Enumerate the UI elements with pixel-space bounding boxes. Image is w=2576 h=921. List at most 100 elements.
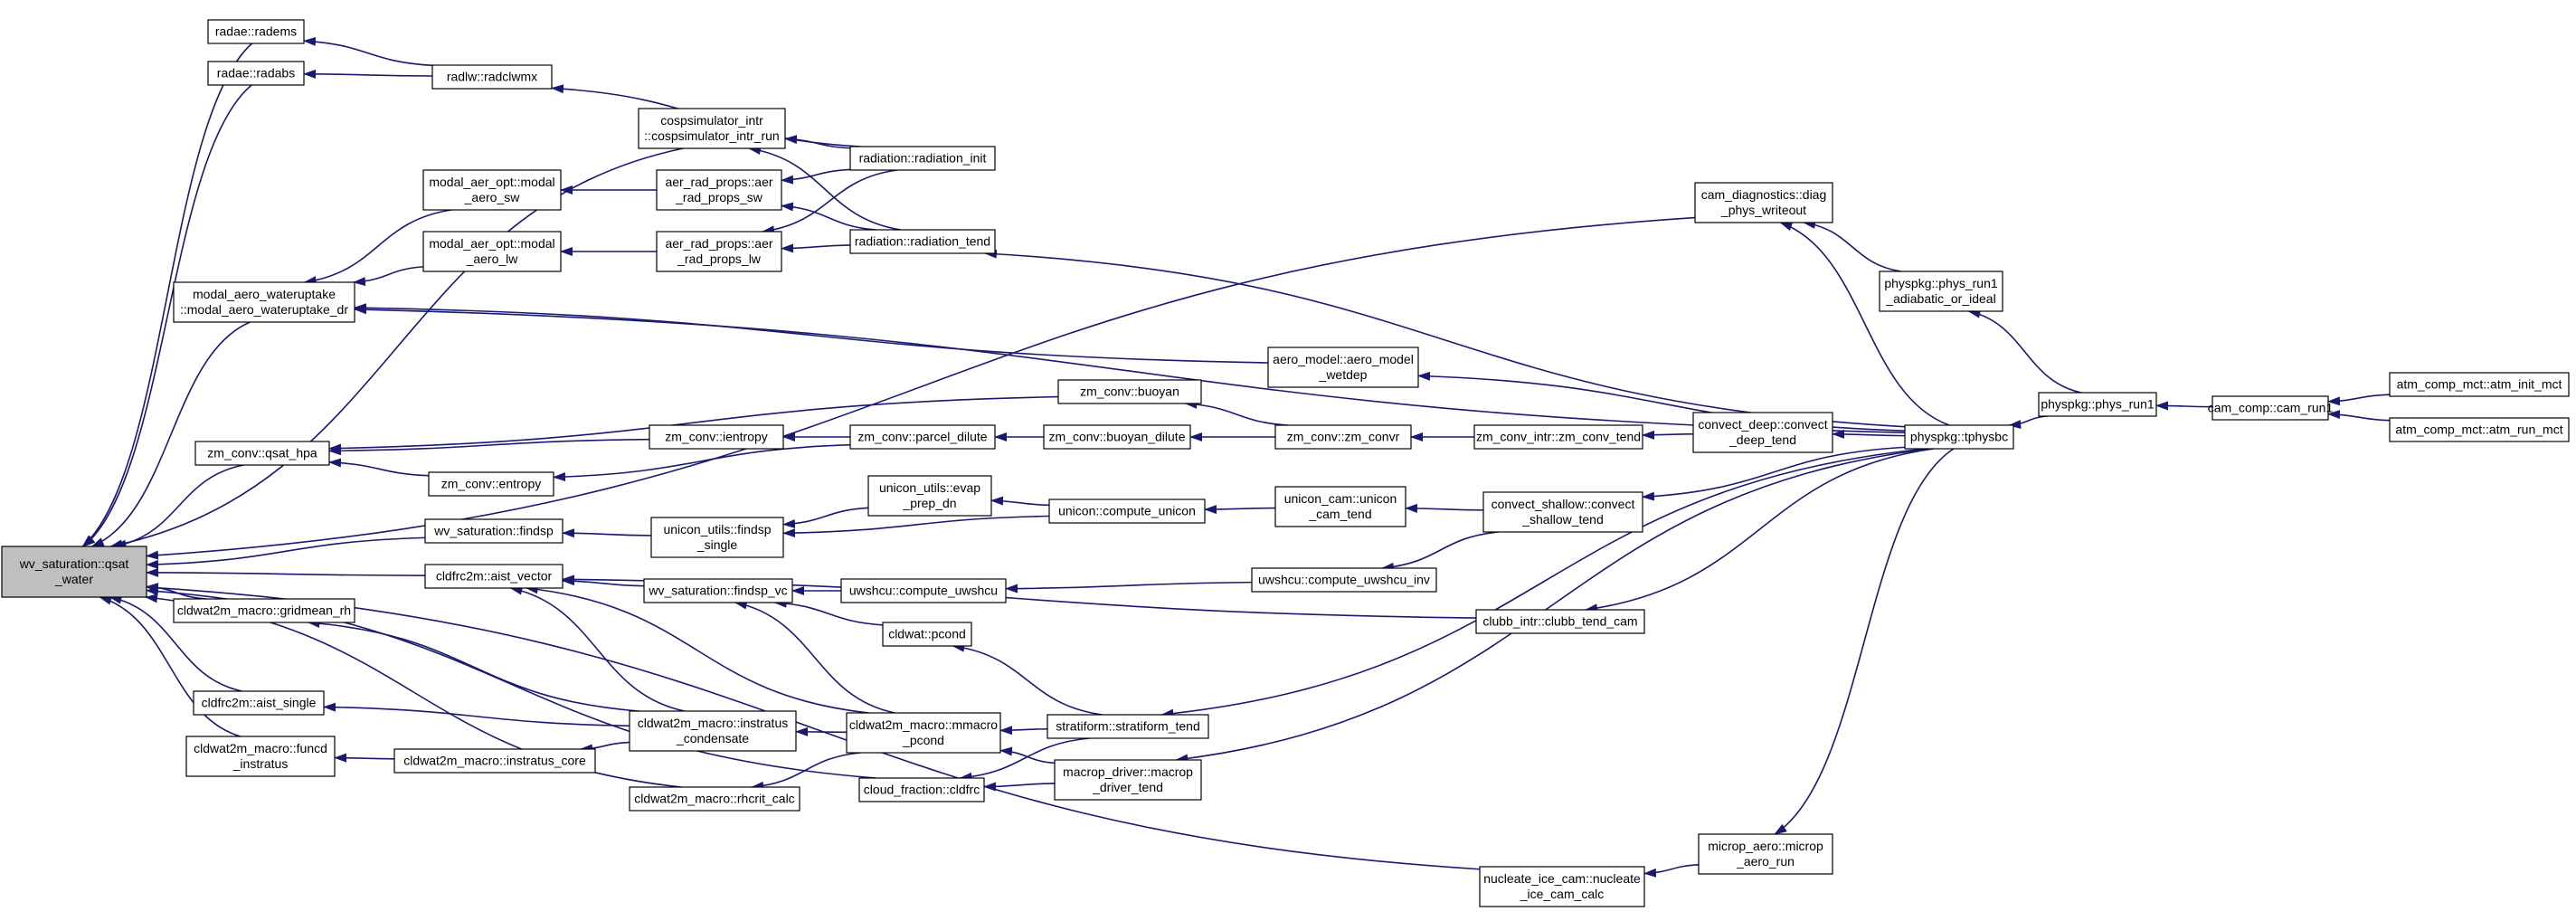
edge-parcel_dilute-to-entropy [553, 443, 851, 482]
node-convect-shallow[interactable]: convect_shallow::convect_shallow_tend [1482, 491, 1643, 533]
node-pcond[interactable]: cldwat::pcond [882, 622, 972, 647]
node-instratus-cond[interactable]: cldwat2m_macro::instratus_condensate [629, 710, 797, 752]
node-box [1692, 412, 1833, 453]
node-aist-vector[interactable]: cldfrc2m::aist_vector [424, 564, 564, 589]
edge-convect_shallow-to-uwshcu_inv [1380, 531, 1500, 572]
node-aer-lw[interactable]: aer_rad_props::aer_rad_props_lw [656, 231, 782, 272]
node-convect-deep[interactable]: convect_deep::convect_deep_tend [1692, 412, 1833, 453]
node-radabs[interactable]: radae::radabs [207, 61, 305, 86]
node-phys-run1-adiab[interactable]: physpkg::phys_run1_adiabatic_or_ideal [1879, 271, 2003, 312]
node-box [649, 424, 784, 450]
node-box [194, 441, 330, 466]
node-label: cldfrc2m::aist_single [202, 696, 317, 710]
node-box [1879, 271, 2003, 312]
node-box [849, 229, 996, 254]
node-atm-run[interactable]: atm_comp_mct::atm_run_mct [2389, 417, 2570, 442]
edge-tphysbc-to-microp [1774, 448, 1955, 835]
node-mmacro[interactable]: cldwat2m_macro::mmacro_pcond [846, 712, 1001, 754]
node-label: _phys_writeout [1720, 203, 1806, 217]
node-findsp-vc[interactable]: wv_saturation::findsp_vc [643, 578, 793, 603]
edge-tphysbc-to-wateruptake [354, 305, 1906, 434]
edge-ientropy-to-qsat_hpa [328, 438, 650, 456]
node-radclwmx[interactable]: radlw::radclwmx [431, 64, 553, 90]
node-rad-tend[interactable]: radiation::radiation_tend [849, 229, 996, 254]
node-label: _rad_props_lw [677, 252, 762, 266]
node-box [1, 546, 147, 598]
node-aer-sw[interactable]: aer_rad_props::aer_rad_props_sw [656, 169, 782, 211]
node-cosp[interactable]: cospsimulator_intr::cospsimulator_intr_r… [638, 108, 786, 149]
node-label: _deep_tend [1728, 432, 1796, 447]
node-label: clubb_intr::clubb_tend_cam [1482, 614, 1637, 629]
node-qsat-water[interactable]: wv_saturation::qsat_water [1, 546, 147, 598]
node-diag-phys[interactable]: cam_diagnostics::diag_phys_writeout [1694, 182, 1833, 223]
node-box [2389, 417, 2570, 442]
edge-rad_init-to-cosp [784, 135, 851, 149]
node-evap-prep[interactable]: unicon_utils::evap_prep_dn [867, 475, 992, 517]
node-aist-single[interactable]: cldfrc2m::aist_single [193, 690, 325, 716]
node-microp[interactable]: microp_aero::microp_aero_run [1698, 833, 1833, 875]
node-modal-lw[interactable]: modal_aer_opt::modal_aero_lw [422, 231, 562, 272]
node-box [193, 690, 325, 716]
node-atm-init[interactable]: atm_comp_mct::atm_init_mct [2389, 372, 2570, 397]
node-entropy[interactable]: zm_conv::entropy [428, 471, 554, 497]
node-label: zm_conv::zm_convr [1287, 430, 1400, 444]
node-label: _wetdep [1319, 367, 1368, 382]
node-rhcrit[interactable]: cldwat2m_macro::rhcrit_calc [629, 786, 800, 812]
node-compute-unicon[interactable]: unicon::compute_unicon [1048, 498, 1206, 524]
node-ientropy[interactable]: zm_conv::ientropy [649, 424, 784, 450]
node-cam-run1[interactable]: cam_comp::cam_run1 [2208, 395, 2334, 421]
node-tphysbc[interactable]: physpkg::tphysbc [1904, 424, 2014, 450]
node-label: cldwat2m_macro::mmacro [849, 717, 998, 732]
node-box [1482, 491, 1643, 533]
node-clubb[interactable]: clubb_intr::clubb_tend_cam [1475, 609, 1645, 634]
edge-wateruptake-to-qsat_water [90, 321, 251, 547]
node-box [431, 64, 553, 90]
node-label: radae::radems [215, 24, 297, 39]
node-buoyan-dilute[interactable]: zm_conv::buoyan_dilute [1043, 424, 1191, 450]
node-phys-run1[interactable]: physpkg::phys_run1 [2038, 392, 2157, 417]
edge-cam_run1-to-phys_run1 [2155, 401, 2213, 411]
node-findsp[interactable]: wv_saturation::findsp [424, 518, 564, 544]
node-label: atm_comp_mct::atm_init_mct [2397, 377, 2562, 392]
node-funcd[interactable]: cldwat2m_macro::funcd_instratus [185, 736, 336, 777]
edge-tphysbc-to-stratiform [1160, 448, 1926, 718]
node-label: uwshcu::compute_uwshcu [849, 584, 998, 598]
node-zm-conv-tend[interactable]: zm_conv_intr::zm_conv_tend [1473, 424, 1643, 450]
edge-instratus_cond-to-aist_single [323, 702, 630, 727]
edge-compute_unicon-to-findsp_single [782, 515, 1050, 538]
node-label: _instratus [232, 756, 289, 771]
node-modal-sw[interactable]: modal_aer_opt::modal_aero_sw [422, 169, 562, 211]
node-label: cldwat2m_macro::instratus [638, 716, 789, 730]
edge-modal_sw-to-wateruptake [303, 209, 452, 286]
node-cldfrc[interactable]: cloud_fraction::cldfrc [858, 777, 985, 802]
edge-instratus_cond-to-aist_vector [509, 585, 686, 712]
node-aero-wetdep[interactable]: aero_model::aero_model_wetdep [1267, 347, 1419, 388]
node-parcel-dilute[interactable]: zm_conv::parcel_dilute [849, 424, 996, 450]
node-wateruptake[interactable]: modal_aero_wateruptake::modal_aero_water… [173, 281, 355, 323]
node-uwshcu[interactable]: uwshcu::compute_uwshcu [840, 578, 1007, 603]
node-label: _aero_sw [464, 190, 521, 204]
node-instratus-core[interactable]: cldwat2m_macro::instratus_core [393, 748, 596, 774]
node-unicon-cam[interactable]: unicon_cam::unicon_cam_tend [1274, 486, 1406, 527]
node-label: _driver_tend [1092, 780, 1163, 794]
node-rad-init[interactable]: radiation::radiation_init [849, 146, 996, 171]
node-macrop[interactable]: macrop_driver::macrop_driver_tend [1054, 759, 1202, 801]
node-radems[interactable]: radae::radems [207, 19, 305, 44]
node-label: zm_conv::buoyan [1080, 385, 1179, 399]
edge-funcd-to-qsat_water [99, 595, 242, 737]
node-label: physpkg::phys_run1 [1884, 276, 1998, 290]
node-label: cldwat2m_macro::funcd [194, 741, 327, 755]
node-label: aero_model::aero_model [1273, 352, 1414, 366]
edge-rad_init-to-aer_sw [781, 168, 851, 185]
node-findsp-single[interactable]: unicon_utils::findsp_single [650, 517, 784, 558]
node-box [858, 777, 985, 802]
node-zm-convr[interactable]: zm_conv::zm_convr [1274, 424, 1412, 450]
node-nucleate[interactable]: nucleate_ice_cam::nucleate_ice_cam_calc [1479, 866, 1645, 907]
node-stratiform[interactable]: stratiform::stratiform_tend [1046, 714, 1209, 739]
node-buoyan[interactable]: zm_conv::buoyan [1057, 379, 1202, 404]
node-label: nucleate_ice_cam::nucleate [1483, 871, 1641, 886]
node-gridmean[interactable]: cldwat2m_macro::gridmean_rh [173, 598, 355, 623]
node-label: _condensate [676, 731, 749, 745]
node-uwshcu-inv[interactable]: uwshcu::compute_uwshcu_inv [1251, 567, 1437, 593]
node-qsat-hpa[interactable]: zm_conv::qsat_hpa [194, 441, 330, 466]
